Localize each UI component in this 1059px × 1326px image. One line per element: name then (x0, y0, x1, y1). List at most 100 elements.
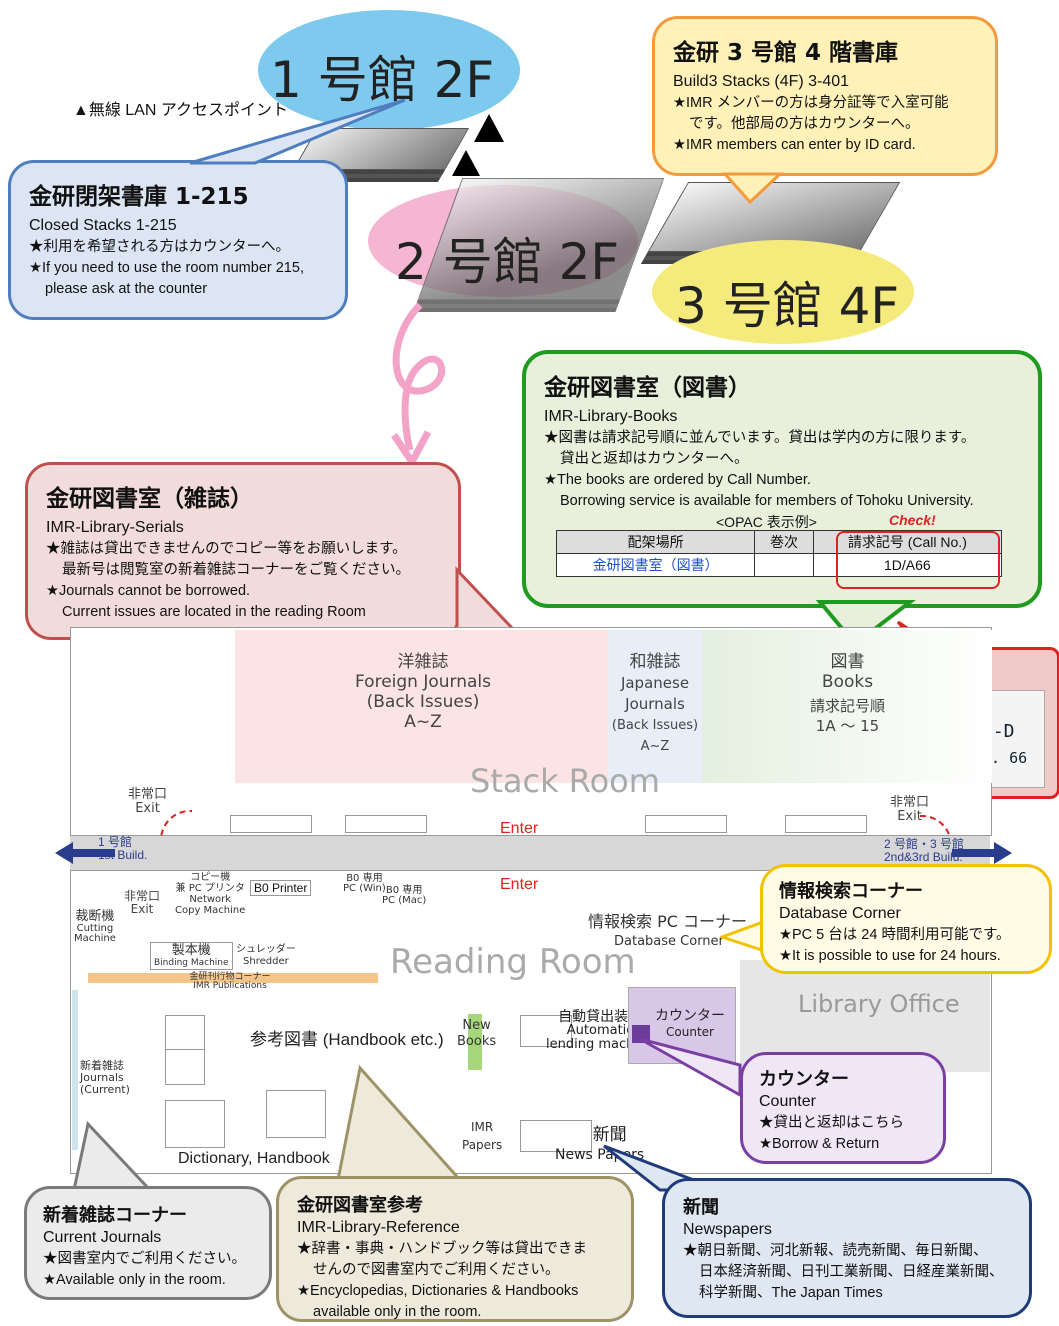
table-5 (520, 1120, 592, 1152)
newspapers-jp: 新聞 (592, 1125, 627, 1145)
arrow-right-icon (952, 842, 1012, 864)
journals-jp: 新着雑誌 (80, 1059, 124, 1072)
current-journals-shelf (72, 990, 78, 1150)
library-serials-callout: 金研図書室（雑誌） IMR-Library-Serials ★雑誌は貸出できませ… (25, 462, 461, 640)
binding-jp: 製本機 (171, 943, 211, 958)
foreign-journals-label: 洋雑誌 Foreign Journals (Back Issues) A~Z (240, 652, 606, 732)
corridor-right-jp: 2 号館・3 号館 (884, 837, 965, 851)
cutter-en1: Cutting (76, 923, 114, 934)
current-journals-subtitle: Current Journals (43, 1229, 162, 1246)
publications-label: 金研刊行物コーナー IMR Publications (170, 973, 290, 991)
label-line2: a. 66 (982, 749, 1028, 767)
closed-stacks-subtitle: Closed Stacks 1-215 (29, 217, 177, 234)
table-2 (165, 1049, 205, 1085)
japanese-journals-area (608, 630, 702, 783)
japanese-journals-jp: 和雑誌 (629, 652, 681, 672)
library-books-callout: 金研図書室（図書） IMR-Library-Books ★図書は請求記号順に並ん… (522, 350, 1042, 608)
japanese-journals-en2: Journals (625, 695, 685, 713)
binding-en: Binding Machine (154, 958, 229, 968)
books-label: 図書 Books 請求記号順 1A ～ 15 (790, 652, 905, 736)
counter-tail (639, 1037, 742, 1098)
foreign-journals-en: Foreign Journals (355, 672, 491, 692)
closed-stacks-callout: 金研閉架書庫 1-215 Closed Stacks 1-215 ★利用を希望さ… (8, 160, 348, 320)
closed-stacks-title: 金研閉架書庫 1-215 (29, 184, 249, 210)
closed-stacks-line3: please ask at the counter (45, 281, 208, 297)
current-journals-tail (72, 1120, 154, 1192)
current-journals-title: 新着雑誌コーナー (43, 1205, 187, 1226)
stack-room-name: Stack Room (470, 762, 660, 800)
copy-net: Network (189, 894, 232, 905)
current-journals-callout: 新着雑誌コーナー Current Journals ★図書室内でご利用ください。… (24, 1186, 272, 1300)
new-books-label: New Books (457, 1018, 496, 1050)
stack-desk-2 (345, 815, 427, 833)
b0-pc-win: PC (Win) (343, 883, 386, 894)
reading-exit-en: Exit (130, 902, 154, 916)
counter-subtitle: Counter (759, 1093, 816, 1110)
database-corner-line1: ★PC 5 台は 24 時間利用可能です。 (779, 927, 1011, 943)
new-books-2: Books (457, 1034, 497, 1049)
dictionary-label: Dictionary, Handbook (178, 1150, 330, 1167)
corridor-left-en: 1st Build. (98, 848, 148, 862)
wireless-note: ▲無線 LAN アクセスポイント (73, 102, 289, 119)
check-highlight (836, 531, 1000, 589)
database-corner-subtitle: Database Corner (779, 905, 901, 922)
library-books-line1: ★図書は請求記号順に並んでいます。貸出は学内の方に限ります。 (544, 430, 976, 446)
foreign-journals-back: (Back Issues) (366, 692, 480, 712)
opac-cell-volume (754, 553, 814, 577)
cutter-en2: Machine (74, 933, 116, 944)
auto-lending-machine (632, 1025, 650, 1043)
ap-triangle-2 (452, 150, 480, 176)
library-books-line3: ★The books are ordered by Call Number. (544, 472, 811, 488)
closed-stacks-line2: ★If you need to use the room number 215, (29, 260, 304, 276)
new-books-shelf (468, 1014, 482, 1070)
reference-tail (336, 1064, 464, 1182)
library-books-subtitle: IMR-Library-Books (544, 408, 678, 425)
corridor-left-label: 1 号館 1st Build. (98, 836, 147, 862)
reading-exit: 非常口 Exit (124, 890, 160, 916)
build3-stacks-subtitle: Build3 Stacks (4F) 3-401 (673, 73, 850, 90)
new-books-1: New (462, 1018, 491, 1033)
table-1 (165, 1015, 205, 1051)
books-en: Books (821, 672, 874, 692)
copy-jp2: 兼 PC プリンタ (175, 883, 245, 894)
stack-exit-right-jp: 非常口 (890, 795, 930, 810)
auto-lending-label: 自動貸出装置 Automatic lending machine (546, 1010, 654, 1052)
reference-line2: せんので図書室内でご利用ください。 (313, 1262, 560, 1278)
reading-room-name: Reading Room (390, 942, 636, 982)
corridor-right-en: 2nd&3rd Build. (884, 850, 963, 864)
b0-pc-win-jp: B0 専用 (346, 873, 383, 884)
corridor-left-jp: 1 号館 (98, 835, 133, 849)
copy-machine-label: コピー機 兼 PC プリンタ Network Copy Machine (175, 872, 245, 916)
library-books-line4: Borrowing service is available for membe… (560, 493, 974, 509)
copy-jp1: コピー機 (190, 872, 231, 883)
opac-header-callno: 請求記号 (Call No.) (812, 530, 1003, 554)
reference-line4: available only in the room. (313, 1304, 482, 1320)
reference-title: 金研図書室参考 (297, 1195, 423, 1216)
stack-exit-right: 非常口 Exit (890, 796, 929, 824)
counter-jp: カウンター (655, 1008, 725, 1024)
library-serials-title: 金研図書室（雑誌） (46, 486, 253, 512)
current-journals-line1: ★図書室内でご利用ください。 (43, 1251, 246, 1267)
b0-printer-label: B0 Printer (250, 880, 312, 896)
auto-en2: lending machine (546, 1037, 655, 1052)
build1-ellipse (258, 10, 520, 130)
auto-en1: Automatic (566, 1023, 634, 1038)
japanese-journals-back: (Back Issues) (611, 718, 699, 733)
stack-desk-4 (785, 815, 867, 833)
journals-en1: Journals (80, 1071, 124, 1084)
build3-ellipse (652, 240, 914, 344)
newspapers-line3: 科学新聞、The Japan Times (699, 1285, 883, 1301)
cutter-label: 裁断機 Cutting Machine (74, 910, 116, 944)
library-office-label: Library Office (798, 990, 960, 1018)
books-area (702, 630, 992, 783)
dbc-en: Database Corner (614, 934, 724, 949)
b0-pc-win-label: B0 専用 PC (Win) (343, 874, 386, 894)
counter-line2: ★Borrow & Return (759, 1136, 880, 1152)
newspapers-callout: 新聞 Newspapers ★朝日新聞、河北新報、読売新聞、毎日新聞、 日本経済… (662, 1178, 1032, 1318)
table-6 (520, 1015, 572, 1047)
current-journals-label: 新着雑誌 Journals (Current) (80, 1060, 130, 1096)
database-corner-line2: ★It is possible to use for 24 hours. (779, 948, 1001, 964)
reference-line3: ★Encyclopedias, Dictionaries & Handbooks (297, 1283, 579, 1299)
opac-cell-location[interactable]: 金研図書室（図書） (555, 553, 756, 577)
reading-enter-label: Enter (500, 876, 539, 893)
